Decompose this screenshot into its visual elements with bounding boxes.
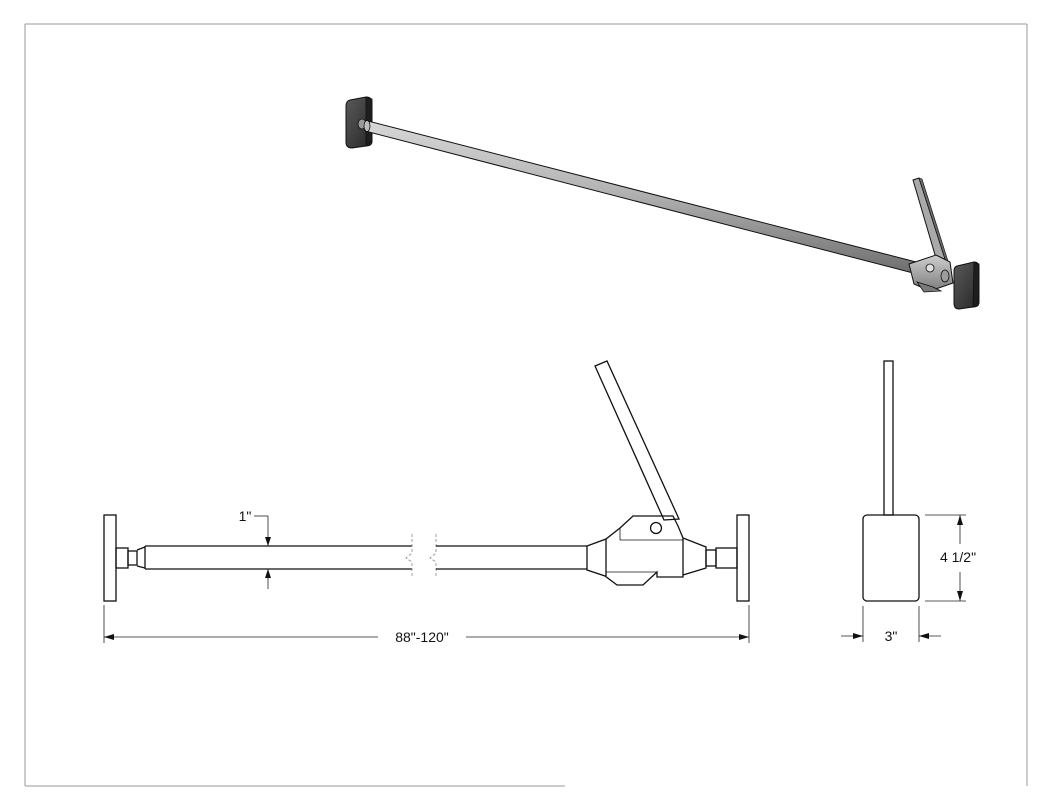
dim-pad-width-label: 3"	[885, 628, 898, 644]
iso-right-pad	[953, 261, 980, 310]
dim-bar-diameter: 1"	[239, 508, 271, 589]
front-pivot-pin	[649, 521, 663, 535]
front-bar-left-segment	[144, 545, 412, 570]
front-right-connector	[715, 547, 738, 569]
dim-overall-length-label: 88"-120"	[395, 629, 449, 645]
front-right-collar	[705, 549, 717, 567]
iso-bar	[363, 120, 921, 275]
iso-left-pad	[345, 96, 373, 149]
sheet-border	[24, 23, 1028, 787]
dim-overall-length: 88"-120"	[103, 605, 750, 645]
dim-pad-height-label: 4 1/2"	[940, 549, 976, 565]
iso-lever	[912, 177, 949, 266]
dim-pad-width: 3"	[841, 606, 941, 644]
front-clamp-body	[586, 515, 707, 586]
front-bar-right-segment	[436, 545, 587, 570]
side-lever	[883, 360, 894, 516]
dim-pad-height: 4 1/2"	[925, 514, 976, 602]
front-right-pad	[736, 514, 750, 602]
iso-clamp-body	[908, 254, 954, 293]
front-lever	[594, 360, 680, 521]
isometric-view	[345, 96, 980, 310]
side-pad	[862, 514, 920, 602]
front-left-connector	[115, 547, 129, 569]
front-elevation: 1" 88"-120"	[103, 360, 750, 645]
dim-bar-diameter-label: 1"	[239, 508, 252, 524]
front-left-pad	[103, 514, 117, 602]
front-left-collar	[127, 550, 138, 566]
front-bar-break	[405, 534, 437, 578]
side-elevation: 4 1/2" 3"	[841, 360, 976, 644]
